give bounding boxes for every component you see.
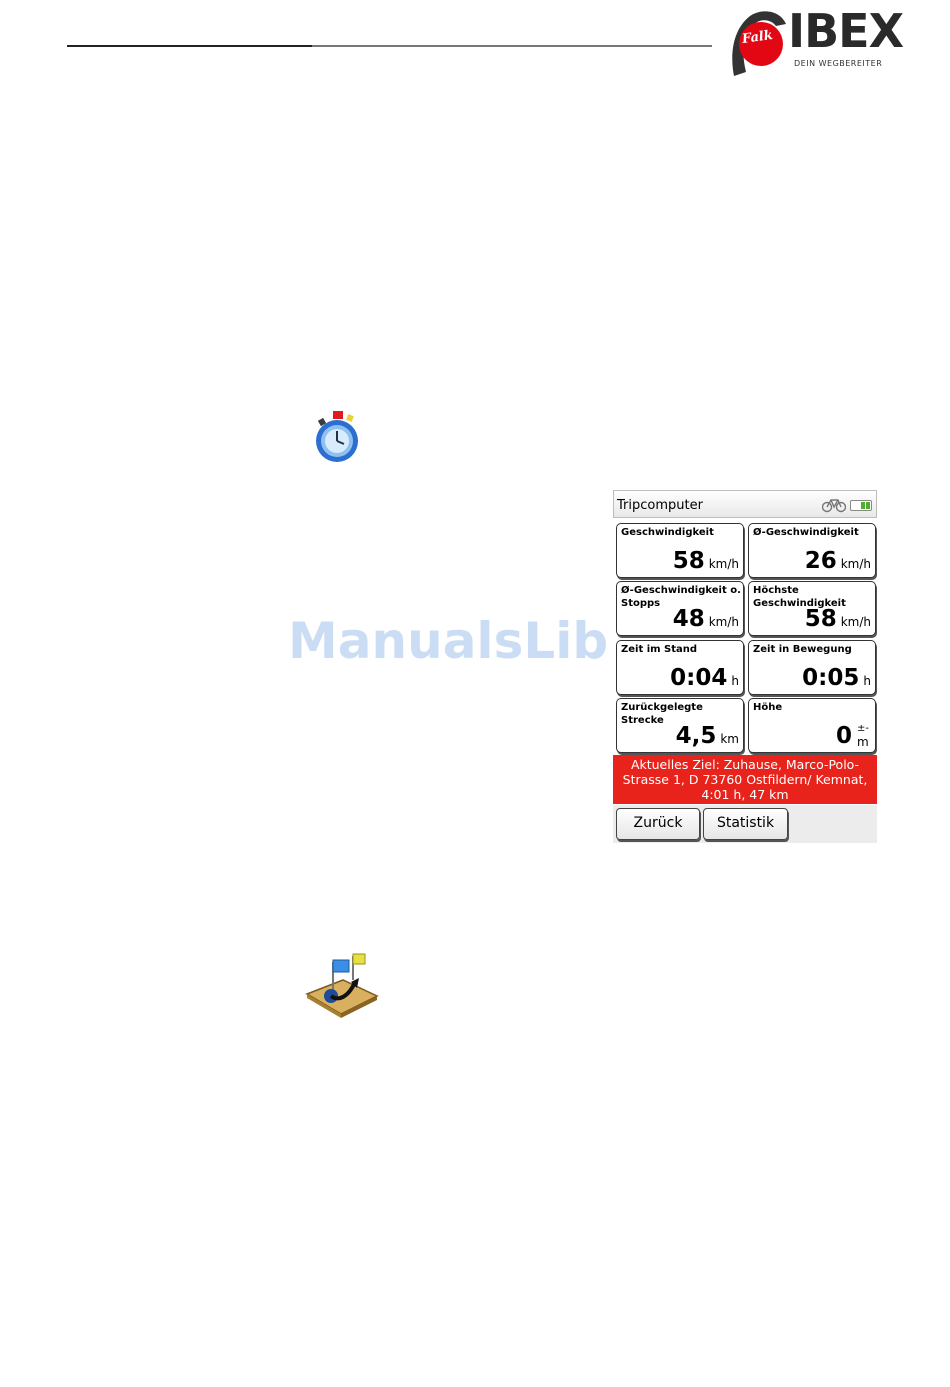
tile-label: Geschwindigkeit [621, 527, 714, 538]
tile-unit-plusminus: ±- [857, 723, 869, 734]
tile-unit: km/h [708, 615, 739, 629]
logo-brand-text: IBEX [788, 4, 904, 58]
tile-unit: h [863, 674, 871, 688]
header-rule [67, 45, 712, 47]
tile-value: 4,5 [675, 723, 717, 749]
tile-value: 26 [804, 548, 837, 574]
tile-label: Zeit im Stand [621, 644, 698, 655]
falk-ibex-logo: Falk IBEX DEIN WEGBEREITER [728, 6, 928, 78]
tile-label: Zeit in Bewegung [753, 644, 852, 655]
tile-label: Zurückgelegte Strecke [621, 702, 703, 726]
battery-icon [850, 500, 872, 511]
tile-value: 48 [672, 606, 705, 632]
tile-label: Höhe [753, 702, 783, 713]
tile-altitude[interactable]: Höhe 0 ±-m [748, 698, 876, 753]
tile-value: 0 [835, 723, 852, 749]
tile-unit: km [720, 732, 739, 746]
logo-mark-icon [732, 11, 786, 76]
tile-label: Ø-Geschwindigkeit o. Stopps [621, 585, 741, 609]
tile-unit: h [731, 674, 739, 688]
tile-label: Ø-Geschwindigkeit [753, 527, 859, 538]
tile-value: 58 [804, 606, 837, 632]
bicycle-icon [822, 499, 846, 513]
bottom-toolbar: Zurück Statistik [613, 805, 877, 843]
logo-tagline: DEIN WEGBEREITER [794, 59, 883, 68]
tile-value: 58 [672, 548, 705, 574]
back-button[interactable]: Zurück [616, 808, 700, 840]
tile-label: Höchste Geschwindigkeit [753, 585, 846, 609]
statistics-button[interactable]: Statistik [703, 808, 788, 840]
tile-value: 0:04 [670, 665, 728, 691]
title-bar: Tripcomputer [613, 490, 877, 518]
current-destination-banner[interactable]: Aktuelles Ziel: Zuhause, Marco-Polo-Stra… [613, 755, 877, 804]
tile-unit: km/h [708, 557, 739, 571]
tile-unit: km/h [840, 557, 871, 571]
tile-unit: km/h [840, 615, 871, 629]
screen-title: Tripcomputer [617, 498, 703, 513]
tile-value: 0:05 [802, 665, 860, 691]
tile-unit: m [857, 735, 869, 749]
route-flags-icon [303, 950, 381, 1020]
stopwatch-icon [311, 409, 367, 465]
